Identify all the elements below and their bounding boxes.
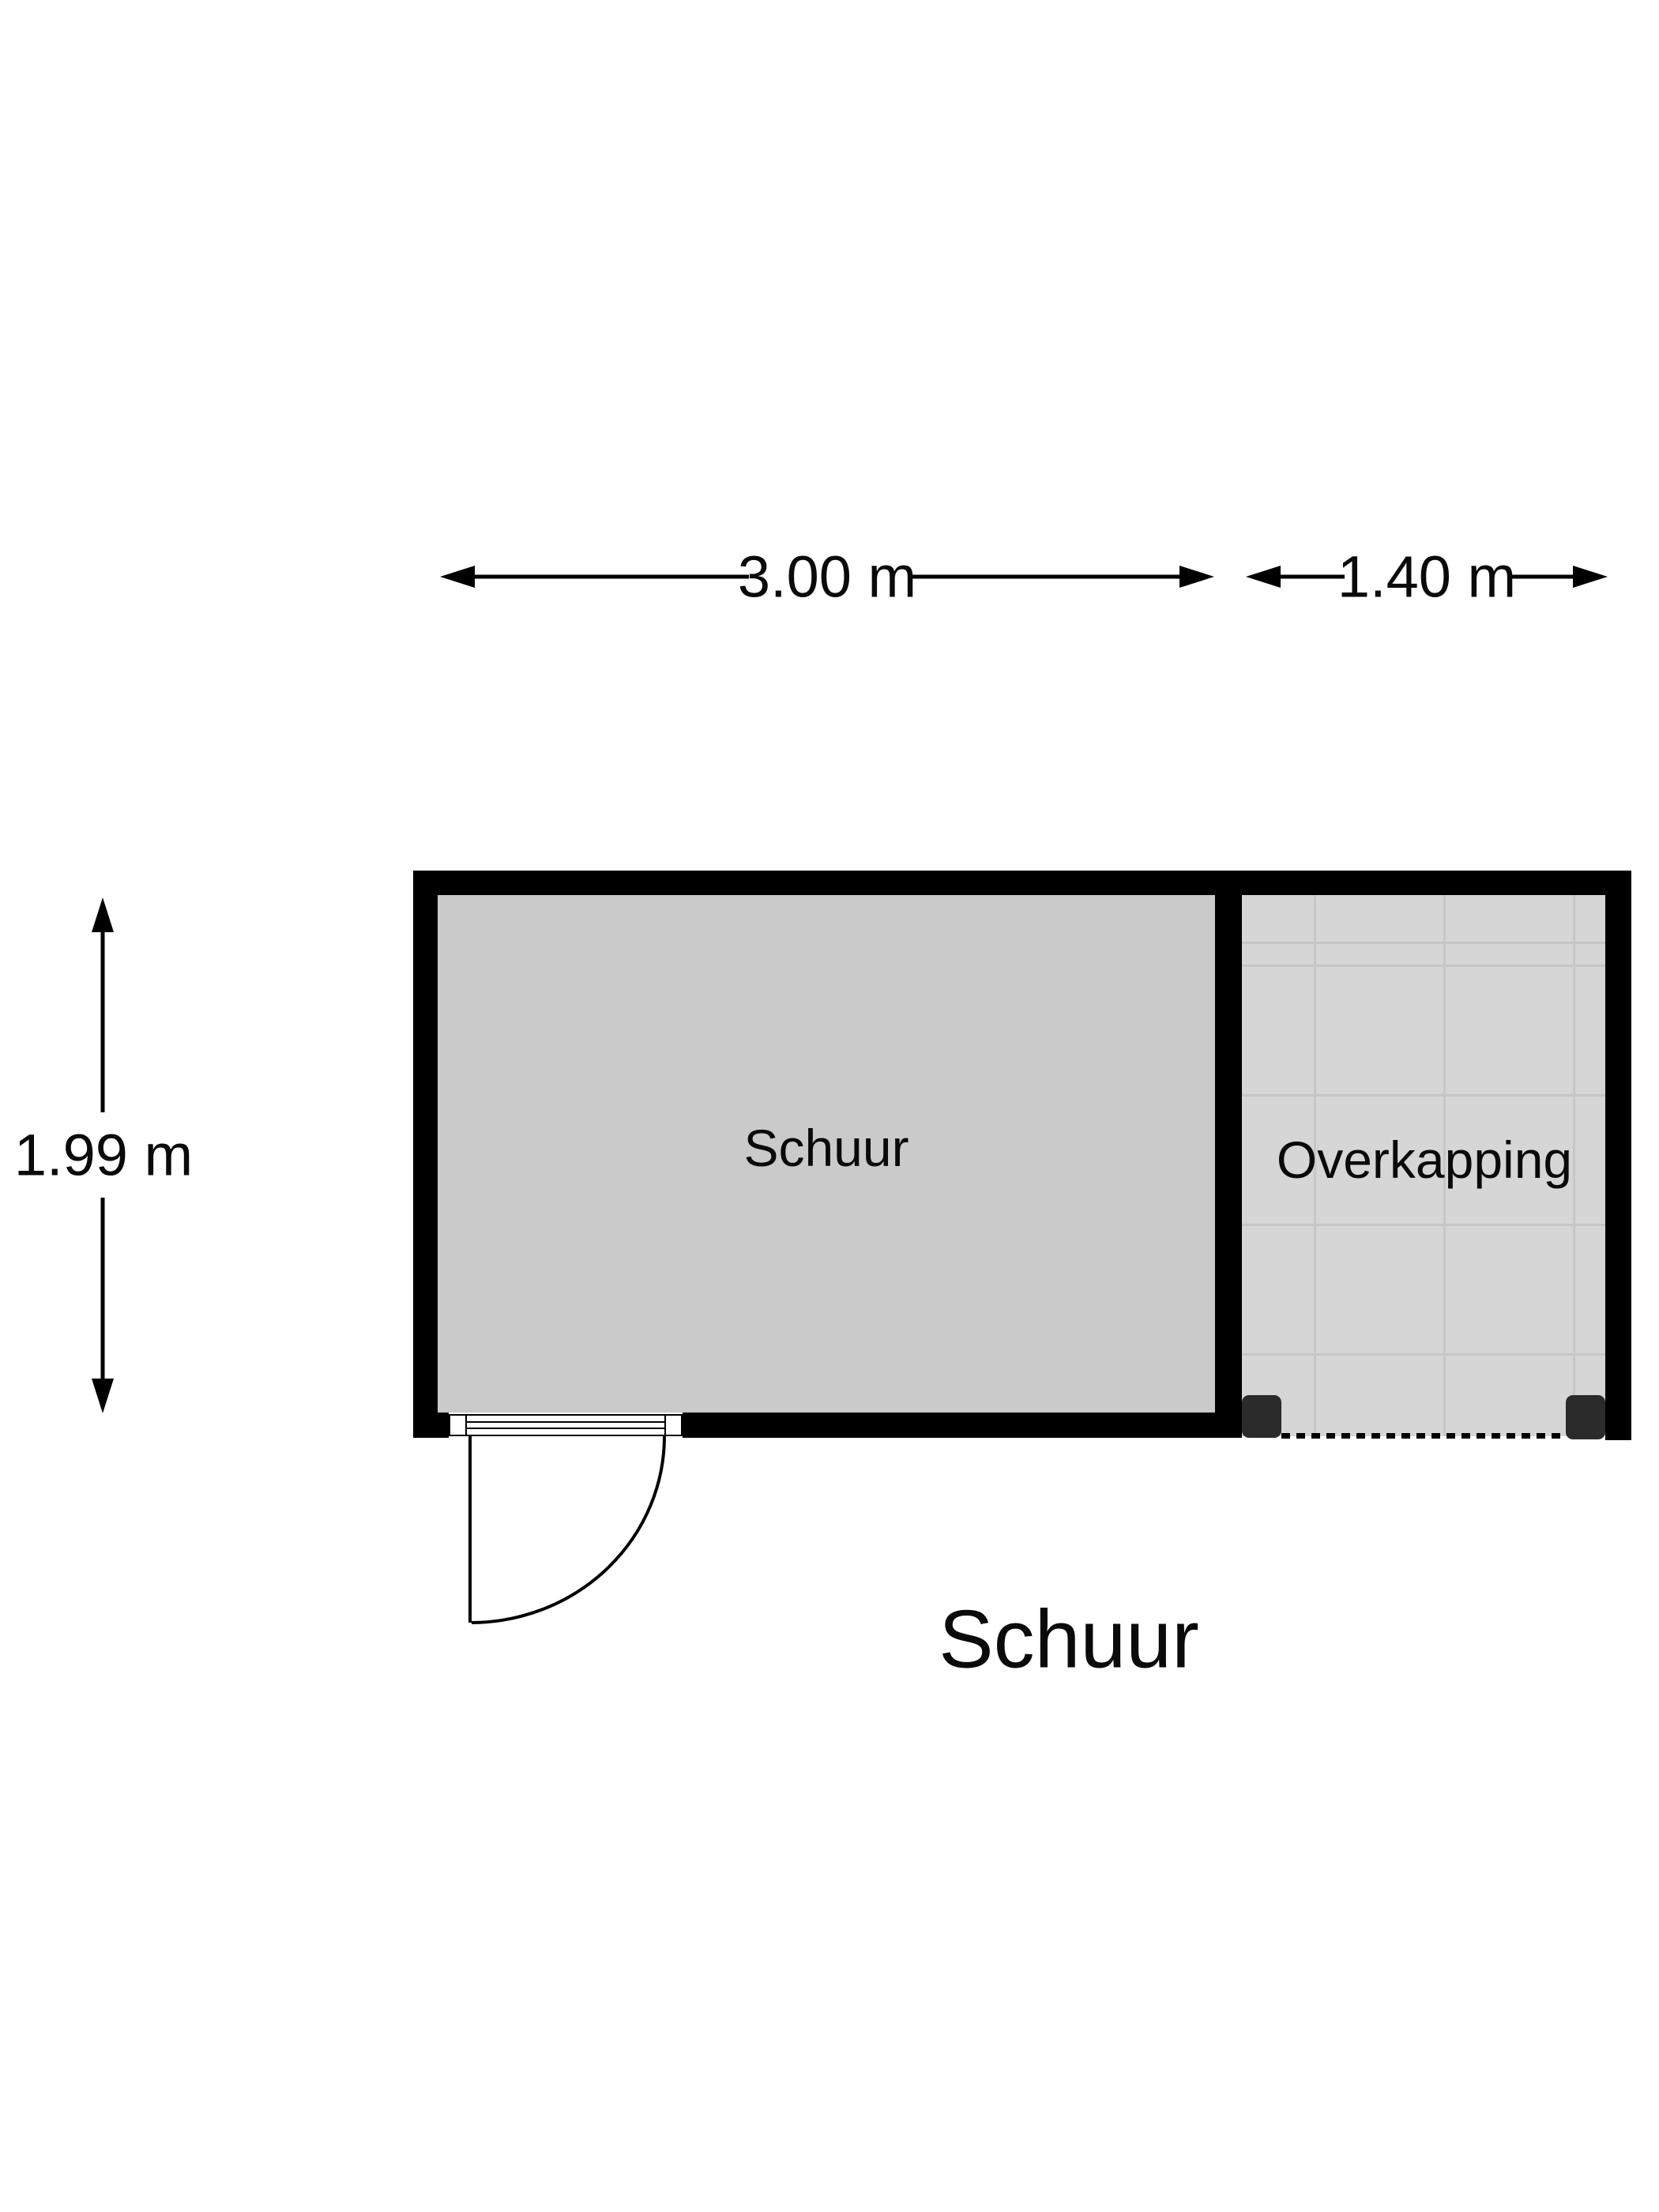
arrowhead-right-icon: [1573, 566, 1608, 588]
wall-left: [413, 871, 438, 1438]
door-swing-arc: [471, 1435, 666, 1624]
post-right: [1566, 1395, 1605, 1439]
door-threshold-line: [467, 1428, 664, 1429]
door-threshold: [465, 1414, 666, 1436]
wall-bottom-left-segment: [413, 1413, 449, 1438]
plan-title: Schuur: [939, 1593, 1199, 1686]
dimension-label-schuur-width: 3.00 m: [737, 544, 917, 610]
arrowhead-up-icon: [92, 897, 114, 932]
overkapping-floor: [1242, 895, 1605, 1436]
dimension-label-schuur-depth: 1.99 m: [13, 1122, 194, 1188]
room-label-overkapping: Overkapping: [1276, 1130, 1573, 1189]
wall-bottom-right-segment: [683, 1413, 1242, 1438]
arrowhead-down-icon: [92, 1379, 114, 1413]
schuur-floor: [438, 895, 1215, 1413]
wall-divider: [1215, 871, 1242, 1438]
wall-top: [413, 871, 1631, 895]
arrowhead-right-icon: [1179, 566, 1214, 588]
post-left: [1242, 1395, 1281, 1438]
arrowhead-left-icon: [1246, 566, 1281, 588]
door-threshold-line: [467, 1421, 664, 1423]
open-side-dashed-line: [1281, 1433, 1567, 1439]
room-label-schuur: Schuur: [743, 1119, 909, 1177]
arrowhead-left-icon: [440, 566, 475, 588]
dimension-label-overkapping-width: 1.40 m: [1337, 544, 1517, 610]
wall-right: [1605, 871, 1631, 1440]
